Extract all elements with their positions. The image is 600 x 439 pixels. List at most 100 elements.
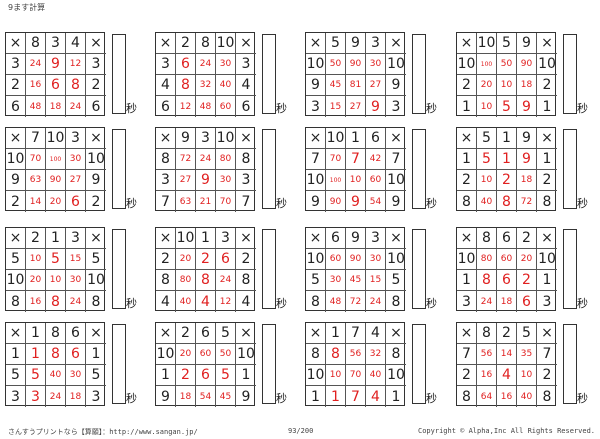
answer-cell: 90 xyxy=(326,191,346,212)
answer-cell: 24 xyxy=(66,291,86,312)
time-input-box[interactable] xyxy=(412,129,426,209)
answer-cell: 90 xyxy=(346,54,366,75)
answer-cell: 50 xyxy=(497,54,517,75)
top-number: 2 xyxy=(176,33,196,54)
answer-cell: 100 xyxy=(326,170,346,191)
right-number: 8 xyxy=(391,293,401,310)
answer-cell: 8 xyxy=(326,344,346,365)
answer-cell: 4 xyxy=(366,386,386,407)
time-input-box[interactable] xyxy=(262,229,276,309)
time-input-box[interactable] xyxy=(112,229,126,309)
right-number: 3 xyxy=(542,293,552,310)
right-number: 8 xyxy=(386,344,406,365)
top-number: 10 xyxy=(477,33,497,54)
right-number: 10 xyxy=(86,149,106,170)
answer-cell: 6 xyxy=(176,54,196,75)
answer-cell: 15 xyxy=(366,270,386,291)
answer-cell: 32 xyxy=(366,344,386,365)
answer-cell: 18 xyxy=(66,386,86,407)
answer-cell: 10 xyxy=(497,75,517,96)
answer-cell: 9 xyxy=(366,96,386,117)
top-number: 4 xyxy=(66,33,86,54)
answer-cell: 7 xyxy=(346,149,366,170)
answer-cell: 6 xyxy=(196,365,216,386)
left-number: 9 xyxy=(306,75,326,96)
answer-cell: 5 xyxy=(46,249,66,270)
right-number: 3 xyxy=(91,388,101,405)
left-number: 8 xyxy=(306,344,326,365)
answer-cell: 70 xyxy=(216,191,236,212)
answer-cell: 8 xyxy=(46,344,66,365)
answer-cell: 16 xyxy=(26,75,46,96)
time-input-box[interactable] xyxy=(412,324,426,404)
left-number: 1 xyxy=(306,386,326,407)
answer-cell: 30 xyxy=(326,270,346,291)
answer-cell: 45 xyxy=(326,75,346,96)
answer-cell: 14 xyxy=(497,344,517,365)
time-input-box[interactable] xyxy=(112,129,126,209)
operator-sign: × xyxy=(386,228,406,249)
answer-cell: 21 xyxy=(196,191,216,212)
operator-sign: × xyxy=(236,128,256,149)
seconds-label: 秒 xyxy=(577,297,588,310)
top-number: 8 xyxy=(477,323,497,344)
answer-cell: 6 xyxy=(497,270,517,291)
answer-cell: 63 xyxy=(26,170,46,191)
left-number: 2 xyxy=(457,170,477,191)
answer-cell: 2 xyxy=(497,170,517,191)
answer-cell: 4 xyxy=(196,291,216,312)
answer-cell: 5 xyxy=(216,365,236,386)
time-input-box[interactable] xyxy=(112,324,126,404)
top-number: 6 xyxy=(196,323,216,344)
time-input-box[interactable] xyxy=(412,229,426,309)
answer-cell: 60 xyxy=(196,344,216,365)
left-number: 6 xyxy=(6,96,26,117)
answer-cell: 16 xyxy=(497,386,517,407)
answer-cell: 20 xyxy=(176,344,196,365)
right-number: 10 xyxy=(236,344,256,365)
answer-cell: 48 xyxy=(196,96,216,117)
left-number: 8 xyxy=(6,291,26,312)
top-number: 5 xyxy=(477,128,497,149)
answer-cell: 6 xyxy=(46,75,66,96)
time-input-box[interactable] xyxy=(563,34,577,114)
answer-cell: 18 xyxy=(517,170,537,191)
time-input-box[interactable] xyxy=(563,129,577,209)
operator-sign: × xyxy=(6,128,26,149)
answer-cell: 20 xyxy=(26,270,46,291)
time-input-box[interactable] xyxy=(262,34,276,114)
seconds-label: 秒 xyxy=(126,297,137,310)
time-input-box[interactable] xyxy=(262,324,276,404)
operator-sign: × xyxy=(6,323,26,344)
right-number: 8 xyxy=(542,193,552,210)
right-number: 5 xyxy=(386,270,406,291)
operator-sign: × xyxy=(236,228,256,249)
answer-cell: 42 xyxy=(366,149,386,170)
left-number: 8 xyxy=(457,191,477,212)
top-number: 3 xyxy=(366,228,386,249)
right-number: 9 xyxy=(386,75,406,96)
top-number: 6 xyxy=(326,228,346,249)
time-input-box[interactable] xyxy=(112,34,126,114)
time-input-box[interactable] xyxy=(563,229,577,309)
time-input-box[interactable] xyxy=(563,324,577,404)
top-number: 5 xyxy=(517,323,537,344)
seconds-label: 秒 xyxy=(426,197,437,210)
right-number: 9 xyxy=(391,193,401,210)
answer-cell: 12 xyxy=(216,291,236,312)
left-number: 9 xyxy=(306,191,326,212)
seconds-label: 秒 xyxy=(126,392,137,405)
time-input-box[interactable] xyxy=(412,34,426,114)
time-input-box[interactable] xyxy=(262,129,276,209)
answer-cell: 10 xyxy=(477,96,497,117)
